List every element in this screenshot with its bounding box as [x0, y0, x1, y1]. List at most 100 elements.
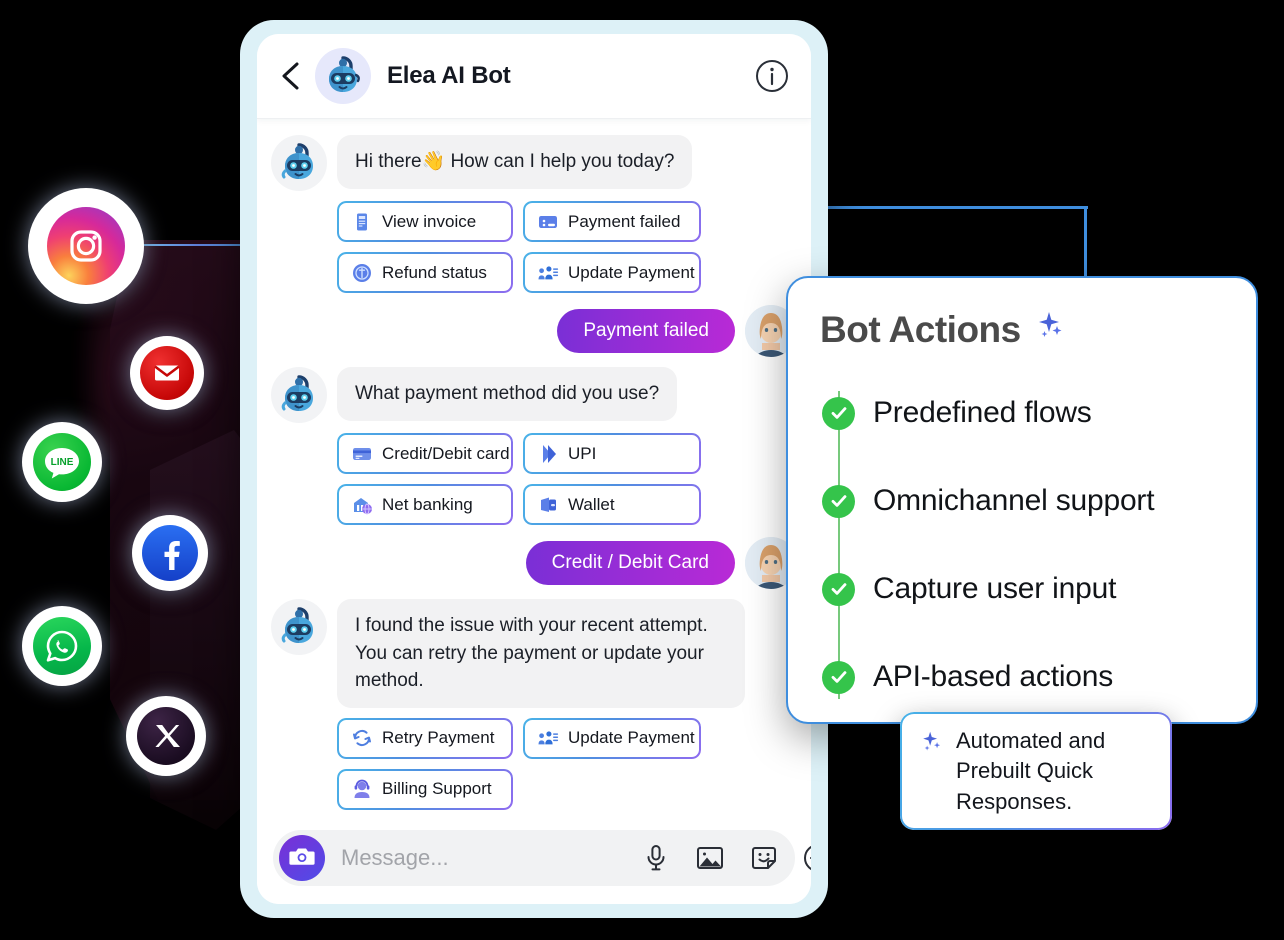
social-icon-whatsapp[interactable] [22, 606, 102, 686]
quick-reply-label: Billing Support [382, 779, 492, 799]
avatar [745, 537, 797, 589]
chat-message-list[interactable]: Hi there👋 How can I help you today? View… [257, 119, 811, 820]
connector-line-horizontal [826, 206, 1088, 209]
info-button[interactable] [755, 59, 789, 93]
quick-reply-label: Wallet [568, 494, 615, 514]
phone-screen: Elea AI Bot [257, 34, 811, 904]
camera-button[interactable] [279, 835, 325, 881]
message-row-user: Credit / Debit Card [257, 537, 811, 589]
instagram-icon [47, 207, 125, 285]
message-row-user: Payment failed [257, 305, 811, 357]
chevron-left-icon [277, 61, 303, 91]
check-circle-icon [822, 660, 855, 694]
quick-reply-view-invoice[interactable]: View invoice [337, 201, 513, 242]
timeline-connector [838, 391, 840, 699]
tooltip-text: Automated and Prebuilt Quick Responses. [956, 728, 1106, 814]
microphone-icon[interactable] [641, 843, 671, 873]
credit-card-icon [351, 443, 373, 465]
quick-reply-net-banking[interactable]: Net banking [337, 484, 513, 525]
sparkles-icon [1031, 308, 1065, 351]
page-title: Elea AI Bot [387, 62, 511, 89]
composer-icon-group [641, 843, 811, 873]
bot-avatar-icon [276, 370, 322, 421]
line-icon: LINE [33, 433, 91, 491]
connector-line-vertical [1084, 206, 1087, 278]
quick-reply-group-2: Credit/Debit card UPI Net banking [257, 433, 811, 525]
quick-reply-group-3: Retry Payment Update Payment Billing Sup… [257, 717, 811, 810]
bot-avatar-icon [276, 138, 322, 189]
message-row-bot: Hi there👋 How can I help you today? [257, 135, 811, 191]
sticker-icon[interactable] [749, 843, 779, 873]
user-message-bubble: Payment failed [557, 309, 735, 353]
x-twitter-icon [137, 707, 195, 765]
quick-reply-label: Credit/Debit card [382, 443, 510, 463]
quick-reply-group-1: View invoice Payment failed Refund statu… [257, 201, 811, 293]
social-icon-email[interactable] [130, 336, 204, 410]
avatar [271, 135, 327, 191]
list-item: API-based actions [822, 633, 1226, 721]
avatar [745, 305, 797, 357]
retry-refresh-icon [351, 727, 373, 749]
avatar [271, 367, 327, 423]
camera-icon [289, 845, 315, 872]
social-icon-line[interactable]: LINE [22, 422, 102, 502]
card-error-icon [537, 211, 559, 233]
quick-reply-label: Refund status [382, 262, 487, 282]
social-icon-instagram[interactable] [28, 188, 144, 304]
list-item: Predefined flows [822, 369, 1226, 457]
plus-circle-icon[interactable] [803, 843, 811, 873]
quick-reply-retry-payment[interactable]: Retry Payment [337, 717, 513, 759]
quick-reply-credit-debit-card[interactable]: Credit/Debit card [337, 433, 513, 474]
bot-action-label: Omnichannel support [873, 484, 1155, 517]
social-icon-facebook[interactable] [132, 515, 208, 591]
quick-reply-update-payment-2[interactable]: Update Payment [523, 717, 701, 759]
bot-message-bubble: Hi there👋 How can I help you today? [337, 135, 693, 189]
update-user-icon [537, 262, 559, 284]
bot-action-label: Predefined flows [873, 396, 1092, 429]
wallet-icon [537, 494, 559, 516]
back-button[interactable] [273, 59, 307, 93]
quick-reply-label: Payment failed [568, 211, 681, 231]
list-item: Capture user input [822, 545, 1226, 633]
quick-reply-wallet[interactable]: Wallet [523, 484, 701, 525]
avatar [271, 599, 327, 655]
image-icon[interactable] [695, 843, 725, 873]
invoice-icon [351, 211, 373, 233]
phone-mockup: Elea AI Bot [240, 20, 828, 918]
bot-actions-list: Predefined flows Omnichannel support Cap… [822, 369, 1226, 721]
quick-reply-label: Update Payment [568, 262, 695, 282]
refund-coin-icon [351, 262, 373, 284]
facebook-icon [142, 525, 198, 581]
quick-reply-billing-support[interactable]: Billing Support [337, 768, 513, 810]
email-icon [140, 346, 194, 400]
check-circle-icon [822, 572, 855, 606]
update-user-icon [537, 727, 559, 749]
net-banking-icon [351, 494, 373, 516]
message-row-bot: What payment method did you use? [257, 367, 811, 423]
sparkles-icon [918, 730, 944, 761]
quick-reply-refund-status[interactable]: Refund status [337, 252, 513, 293]
bot-actions-title-row: Bot Actions [820, 308, 1226, 351]
search-input[interactable] [339, 844, 631, 872]
quick-reply-payment-failed[interactable]: Payment failed [523, 201, 701, 242]
bot-actions-panel: Bot Actions Predefined flows [786, 276, 1258, 724]
bot-action-label: API-based actions [873, 660, 1114, 693]
chat-header: Elea AI Bot [257, 34, 811, 119]
bot-actions-title: Bot Actions [820, 308, 1021, 350]
whatsapp-icon [33, 617, 91, 675]
quick-reply-update-payment-1[interactable]: Update Payment [523, 252, 701, 293]
bot-message-bubble: What payment method did you use? [337, 367, 678, 421]
info-circle-icon [755, 60, 789, 97]
bot-avatar-icon [276, 602, 322, 653]
upi-icon [537, 443, 559, 465]
quick-reply-upi[interactable]: UPI [523, 433, 701, 474]
check-circle-icon [822, 484, 855, 518]
check-circle-icon [822, 396, 855, 430]
bot-action-label: Capture user input [873, 572, 1117, 605]
message-composer [273, 830, 811, 886]
message-row-bot: I found the issue with your recent attem… [257, 599, 811, 708]
quick-reply-label: UPI [568, 443, 597, 463]
support-agent-icon [351, 778, 373, 800]
social-icon-x-twitter[interactable] [126, 696, 206, 776]
